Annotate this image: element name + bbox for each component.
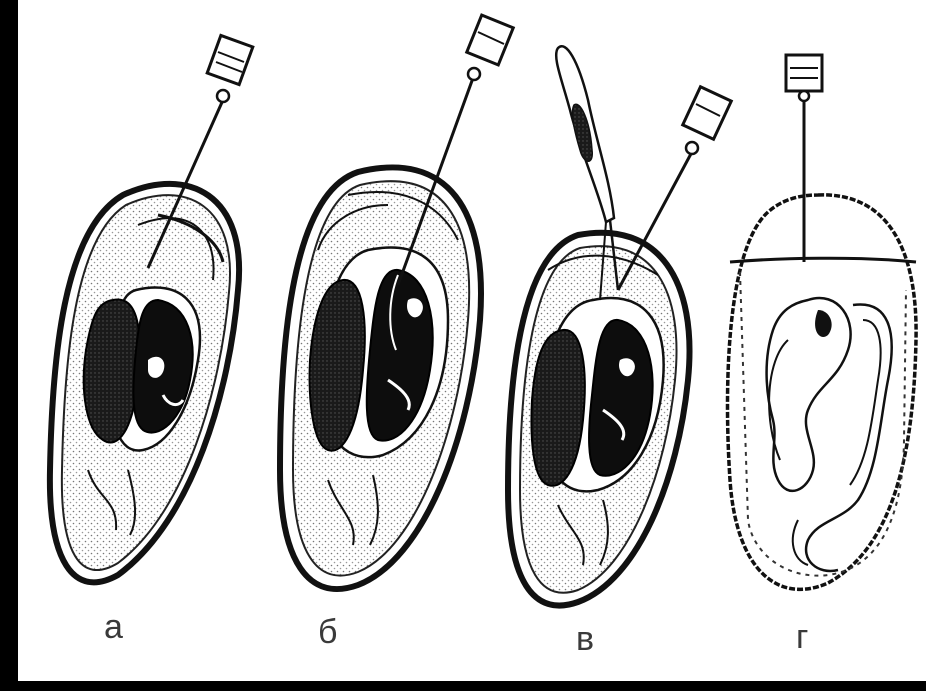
panel-label-a: а (104, 608, 123, 646)
egg-g (728, 195, 917, 589)
panel-label-v: в (576, 620, 594, 658)
panel-v: в (508, 46, 731, 658)
egg-a (50, 184, 239, 582)
panel-a: а (50, 35, 253, 646)
panel-label-g: г (796, 618, 808, 656)
bottom-frame-bar (0, 681, 926, 691)
embryo-inoculation-figure: а б (18, 0, 926, 681)
panel-label-b: б (318, 613, 337, 651)
syringe-needle-v (618, 87, 731, 290)
panel-b: б (280, 15, 513, 651)
illustration-canvas: а б (18, 0, 926, 681)
egg-v (508, 233, 690, 606)
left-frame-bar (0, 0, 18, 691)
egg-b (280, 167, 481, 589)
panel-g: г (728, 55, 917, 656)
